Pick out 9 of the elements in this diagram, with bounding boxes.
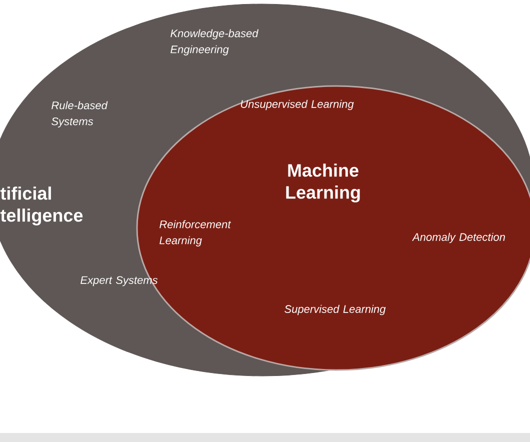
ellipse-title: tificial telligence xyxy=(0,186,83,226)
ellipse-label: Supervised Learning xyxy=(284,304,386,316)
ellipse-label: Reinforcement Learning xyxy=(160,220,232,246)
ellipse-label: Unsupervised Learning xyxy=(240,100,354,110)
ellipse-title: Machine Learning xyxy=(286,164,360,202)
ellipse-label: Knowledge-based Engineering xyxy=(170,29,259,56)
ellipse-label: Expert Systems xyxy=(80,276,158,286)
ellipse-label: Rule-based Systems xyxy=(52,101,108,128)
ellipse-label: Anomaly Detection xyxy=(412,232,505,244)
